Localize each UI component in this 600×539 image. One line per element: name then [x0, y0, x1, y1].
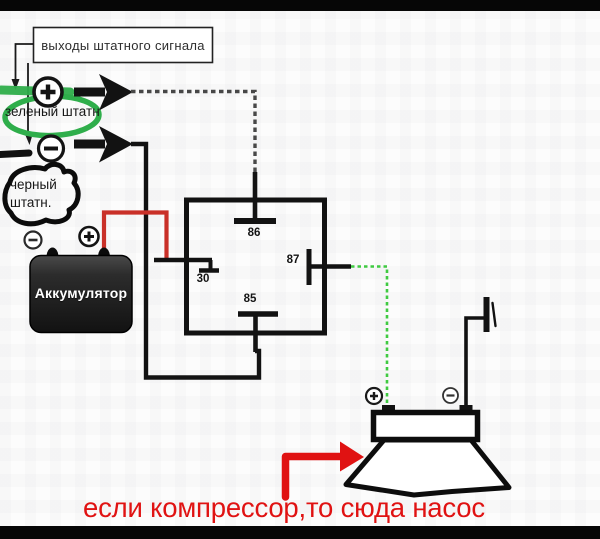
big-arrow-minus-icon: [74, 126, 133, 163]
horn: [343, 297, 512, 498]
horn-terminal-plus: [382, 405, 395, 414]
relay-pin-85: [238, 311, 278, 352]
battery-label: Аккумулятор: [34, 285, 128, 301]
pointer-arrow-to-plus-icon: [11, 43, 34, 90]
horn-minus-icon: [442, 387, 459, 404]
horn-body: [370, 409, 481, 443]
wire-green-dashed-87-to-horn: [351, 265, 389, 410]
signal-plus-icon: [32, 76, 64, 108]
signal-minus-icon: [36, 134, 66, 163]
relay-pin-86: [234, 172, 276, 224]
green-wire-note: зеленый штатн: [5, 104, 100, 119]
ground-icon: [483, 297, 497, 332]
wire-black-minus-to-85: [131, 141, 262, 380]
relay-pin-87: [306, 249, 351, 285]
battery: [29, 247, 133, 334]
bottom-annotation: если компрессор,то сюда насос: [83, 492, 485, 523]
letterbox-bottom: [0, 526, 600, 539]
black-wire-note-line2: штатн.: [10, 195, 52, 210]
battery-plus-icon: [78, 225, 100, 248]
wire-gray-dashed-86: [131, 89, 257, 172]
black-scribble-dash: [0, 149, 33, 158]
relay-pin-30-label: 30: [196, 273, 210, 285]
black-wire-note: черный штатн.: [10, 176, 57, 212]
relay-pin-85-label: 85: [243, 293, 257, 305]
big-arrow-plus-icon: [74, 74, 133, 111]
wire-horn-minus-to-ground: [464, 316, 484, 412]
red-annotation-arrow-icon: [281, 441, 364, 501]
black-wire-note-line1: черный: [10, 177, 57, 192]
title-box-label: выходы штатного сигнала: [41, 37, 205, 53]
horn-terminal-minus: [459, 405, 473, 414]
relay-pin-87-label: 87: [286, 254, 300, 266]
letterbox-top: [0, 0, 600, 11]
wire-red-battery-to-30: [101, 210, 169, 258]
horn-cone: [343, 437, 512, 498]
horn-plus-icon: [364, 386, 384, 406]
relay-pin-86-label: 86: [247, 227, 261, 239]
battery-body: [29, 254, 133, 334]
title-box: [32, 26, 214, 64]
black-scribble-circle: [2, 162, 81, 227]
battery-minus-icon: [23, 230, 43, 250]
relay-pin-30: [154, 257, 219, 273]
